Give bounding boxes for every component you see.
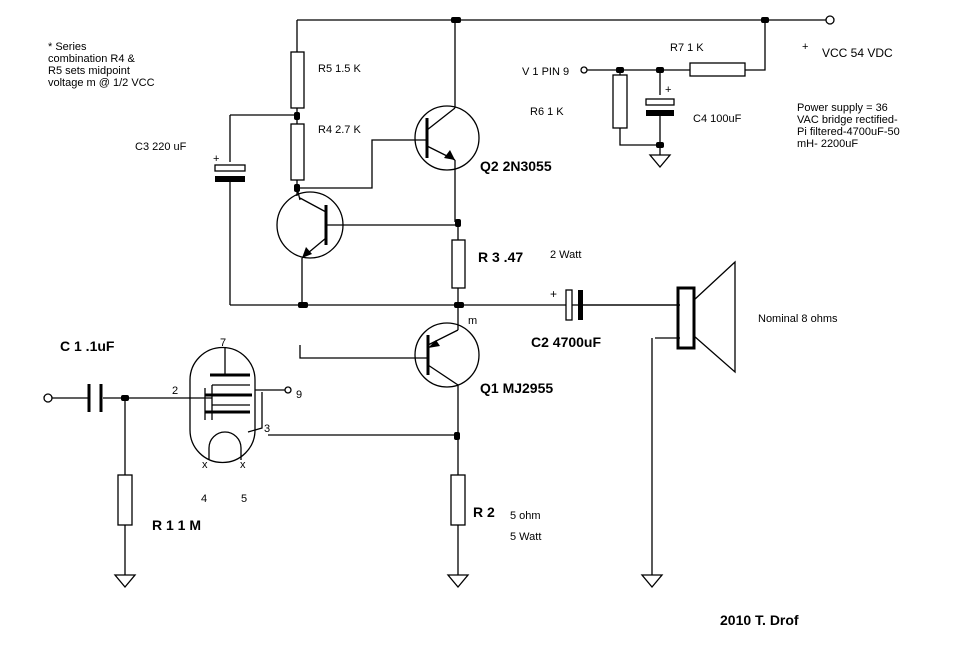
resistor-r4 [290,123,305,181]
v1-pin9-label: V 1 PIN 9 [522,66,569,78]
tube-pin-9: 9 [296,389,302,401]
resistor-r1 [117,474,133,526]
resistors [117,51,746,526]
tube-heater-x5: x [240,459,246,471]
capacitor-c3 [214,164,246,182]
midpoint-label: m [468,315,477,327]
vcc-terminal [825,15,835,25]
transistor-q1 [414,322,480,388]
resistor-r6 [612,74,628,129]
junctions [121,17,769,440]
q1-label: Q1 MJ2955 [480,380,553,396]
tube-pin-5: 5 [241,493,247,505]
resistor-r7 [689,62,746,77]
c3-plus: + [213,153,219,165]
r7-label: R7 1 K [670,42,704,54]
c2-label: C2 4700uF [531,334,601,350]
tube-pin9-terminal [284,386,292,394]
r4-label: R4 2.7 K [318,124,361,136]
vcc-plus: + [802,41,808,53]
tube-pin-2: 2 [172,385,178,397]
input-terminal [43,393,53,403]
tube-pin-4: 4 [201,493,207,505]
terminals [43,15,835,403]
resistor-r3 [451,239,466,289]
r2-label: R 2 [473,504,495,520]
c2-plus: + [550,287,557,301]
r5-label: R5 1.5 K [318,63,361,75]
resistor-r2 [450,474,466,526]
resistor-r5 [290,51,305,109]
vcc-label: VCC 54 VDC [822,46,893,60]
capacitor-c1 [87,384,103,412]
r1-label: R 1 1 M [152,517,201,533]
tube-pin-7: 7 [220,337,226,349]
capacitor-c2 [565,289,583,321]
transistor-driver [276,191,344,259]
r2-power-label: 5 Watt [510,531,541,543]
speaker-label: Nominal 8 ohms [758,313,838,325]
r2-value-label: 5 ohm [510,510,541,522]
tube-heater-x4: x [202,459,208,471]
credit-label: 2010 T. Drof [720,612,799,628]
speaker [676,260,736,374]
wires [52,19,830,575]
grounds [113,154,672,589]
capacitors [87,98,675,412]
r6-label: R6 1 K [530,106,564,118]
transistor-q2 [410,105,480,171]
c4-plus: + [665,84,671,96]
transistors [276,105,480,388]
c3-label: C3 220 uF [135,141,187,153]
r3-label: R 3 .47 [478,249,523,265]
tube-pin-3: 3 [264,423,270,435]
c1-label: C 1 .1uF [60,338,115,354]
r3-power-label: 2 Watt [550,249,581,261]
c4-label: C4 100uF [693,113,742,125]
vacuum-tube [189,346,263,464]
q2-label: Q2 2N3055 [480,158,552,174]
v1-pin9-terminal [580,66,588,74]
capacitor-c4 [645,98,675,116]
